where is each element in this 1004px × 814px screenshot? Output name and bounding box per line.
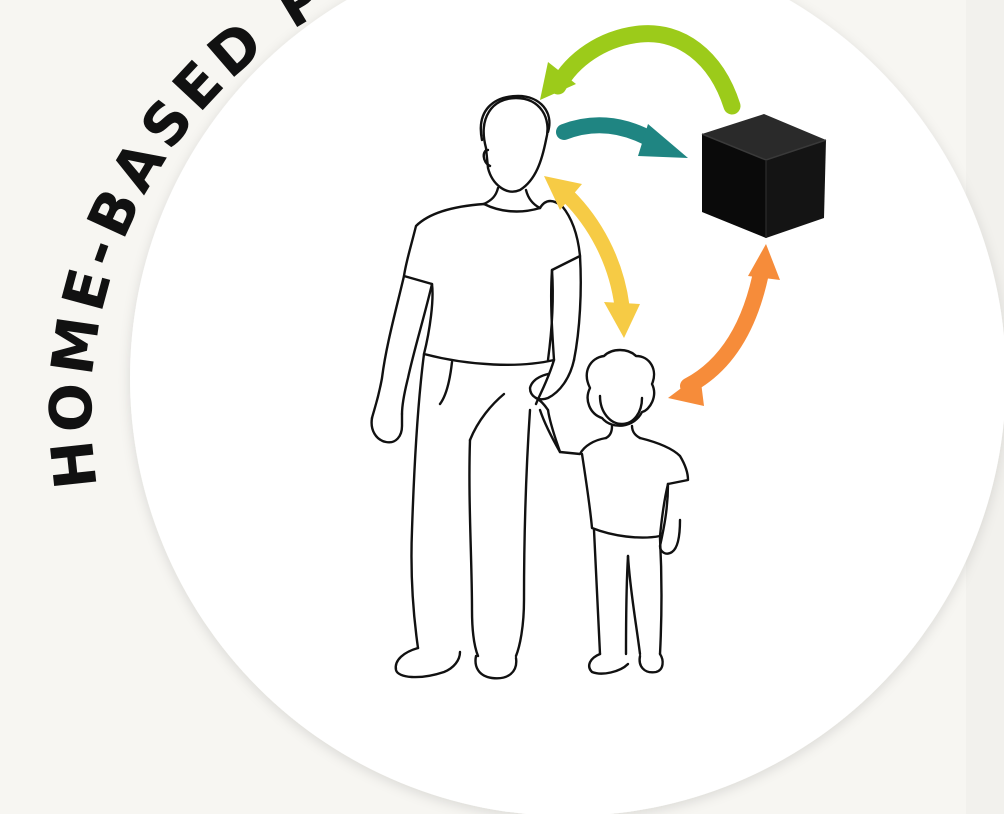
black-cube-icon [702,114,826,238]
background-circle [130,0,1004,814]
